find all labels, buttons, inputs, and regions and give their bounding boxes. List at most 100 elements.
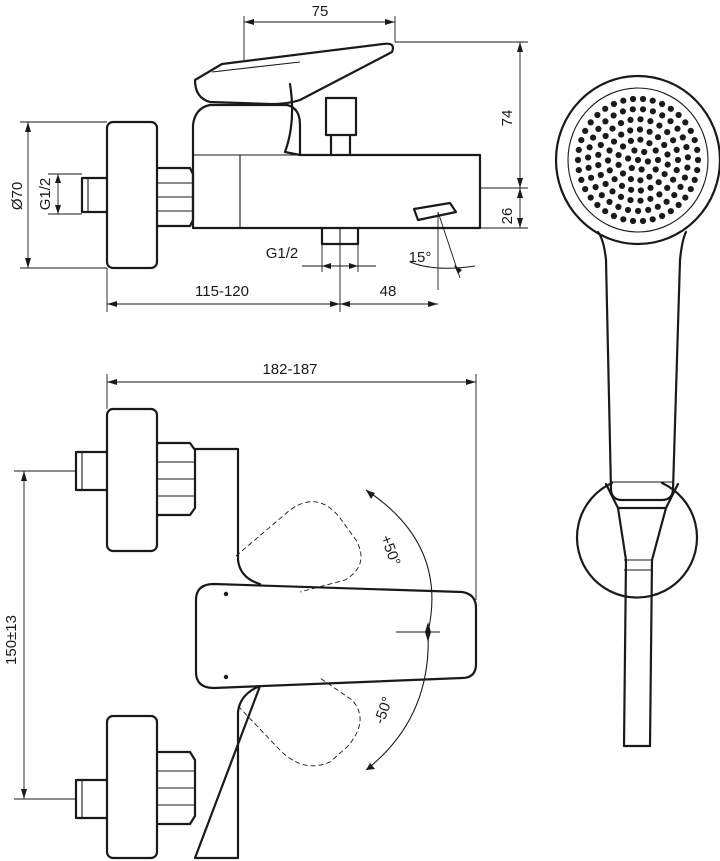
front-view: +50° -50° 182-187 150±13 — [3, 361, 478, 860]
nozzle-dot — [582, 127, 589, 134]
nozzle-dot — [654, 203, 661, 210]
nozzle-dot — [687, 127, 694, 134]
nozzle-dot — [667, 208, 674, 215]
nozzle-dot — [664, 184, 671, 191]
nozzle-dot — [602, 132, 609, 140]
nozzle-dot — [578, 137, 585, 144]
dim-spout-offset: 48 — [380, 283, 397, 300]
nozzle-dot — [637, 187, 645, 194]
dim-diameter: Ø70 — [9, 182, 26, 210]
inlet-pipe — [80, 176, 109, 214]
nozzle-dot — [645, 206, 652, 213]
nozzle-dot — [634, 156, 642, 164]
nozzle-dot — [587, 119, 594, 126]
nozzle-dot — [639, 106, 647, 113]
nozzle-dot — [586, 144, 593, 151]
nozzle-dot — [585, 164, 592, 171]
nozzle-dot — [627, 116, 634, 123]
nozzle-dot — [597, 141, 604, 149]
nozzle-dot — [694, 146, 701, 153]
mixer-body — [191, 103, 482, 230]
nozzle-dot — [619, 143, 627, 150]
nozzle-dot — [673, 167, 680, 174]
nozzle-dot — [646, 173, 653, 180]
nozzle-dot — [664, 151, 671, 158]
nozzle-dot — [654, 134, 662, 141]
nozzle-dot — [617, 120, 625, 127]
nozzle-dot — [606, 147, 613, 154]
nozzle-dot — [619, 108, 627, 115]
nozzle-dot — [661, 171, 668, 178]
nozzle-dot — [624, 206, 632, 214]
nozzle-dot — [592, 184, 599, 191]
nozzle-dot — [675, 201, 682, 209]
nozzle-dot — [664, 161, 671, 168]
nozzle-dot — [627, 127, 634, 134]
lever-ghost-down — [237, 677, 361, 767]
nozzle-dot — [610, 138, 618, 145]
nozzle-dot — [694, 156, 702, 164]
nozzle-dot — [594, 111, 601, 119]
nozzle-dot — [588, 174, 595, 181]
nozzle-dot — [629, 95, 637, 103]
holder-clamp — [604, 482, 680, 510]
nozzle-dot — [585, 154, 592, 161]
nozzle-dot — [659, 112, 666, 119]
nozzle-dot — [611, 176, 618, 183]
mixer-body-front — [193, 447, 262, 860]
nozzle-dot — [575, 167, 582, 174]
nozzle-dot — [691, 137, 698, 144]
nozzle-dot — [604, 157, 612, 164]
dim-body-height: 74 — [499, 110, 516, 127]
nozzle-dot — [620, 97, 627, 104]
shower-handle — [596, 230, 688, 502]
nozzle-dot — [629, 106, 636, 113]
dim-spout-angle: 15° — [409, 249, 432, 266]
nozzle-dot — [609, 188, 616, 195]
nozzle-dot — [598, 192, 605, 199]
nozzle-dot — [674, 156, 682, 164]
nozzle-dot — [644, 158, 652, 165]
nozzle-dot — [602, 208, 609, 215]
nozzle-dot — [656, 122, 663, 129]
upper-rosette — [105, 407, 159, 553]
nozzle-dot — [675, 111, 682, 119]
nozzle-dot — [610, 100, 618, 108]
dim-top-width: 75 — [312, 3, 329, 20]
nozzle-dot — [578, 176, 585, 183]
nozzle-dot — [681, 174, 689, 181]
nozzle-dot — [587, 194, 594, 201]
lever-ghost-up — [235, 501, 362, 593]
nozzle-dot — [649, 216, 656, 223]
nozzle-dot — [629, 217, 637, 225]
nozzle-dot — [575, 146, 582, 153]
nozzle-dot — [659, 100, 666, 108]
nozzle-dot — [602, 180, 609, 188]
nozzle-dot — [602, 105, 609, 112]
nozzle-dot — [625, 155, 632, 162]
nozzle-dot — [618, 131, 625, 138]
nozzle-dot — [615, 203, 622, 210]
nozzle-dot — [602, 118, 609, 125]
nozzle-dot — [670, 176, 677, 183]
dim-inlet-spacing: 150±13 — [3, 615, 20, 665]
shower-hose — [616, 506, 668, 748]
nozzle-dot — [595, 125, 602, 132]
nozzle-dot — [649, 97, 656, 104]
nozzle-dot — [670, 137, 677, 144]
nozzle-dot — [687, 186, 694, 193]
nozzle-dot — [674, 125, 681, 132]
nozzle-dot — [646, 140, 653, 147]
nozzle-dot — [667, 118, 674, 125]
nozzle-dot — [637, 197, 644, 204]
nozzle-dot — [659, 212, 666, 220]
dim-overall-width: 182-187 — [262, 361, 317, 378]
nozzle-dot — [590, 134, 597, 141]
wall-holder — [575, 481, 699, 599]
nozzle-dot — [667, 105, 674, 112]
nozzle-dot — [610, 212, 618, 220]
nozzle-dot — [647, 184, 654, 191]
nozzle-dot — [639, 217, 647, 225]
hand-shower — [554, 74, 720, 748]
